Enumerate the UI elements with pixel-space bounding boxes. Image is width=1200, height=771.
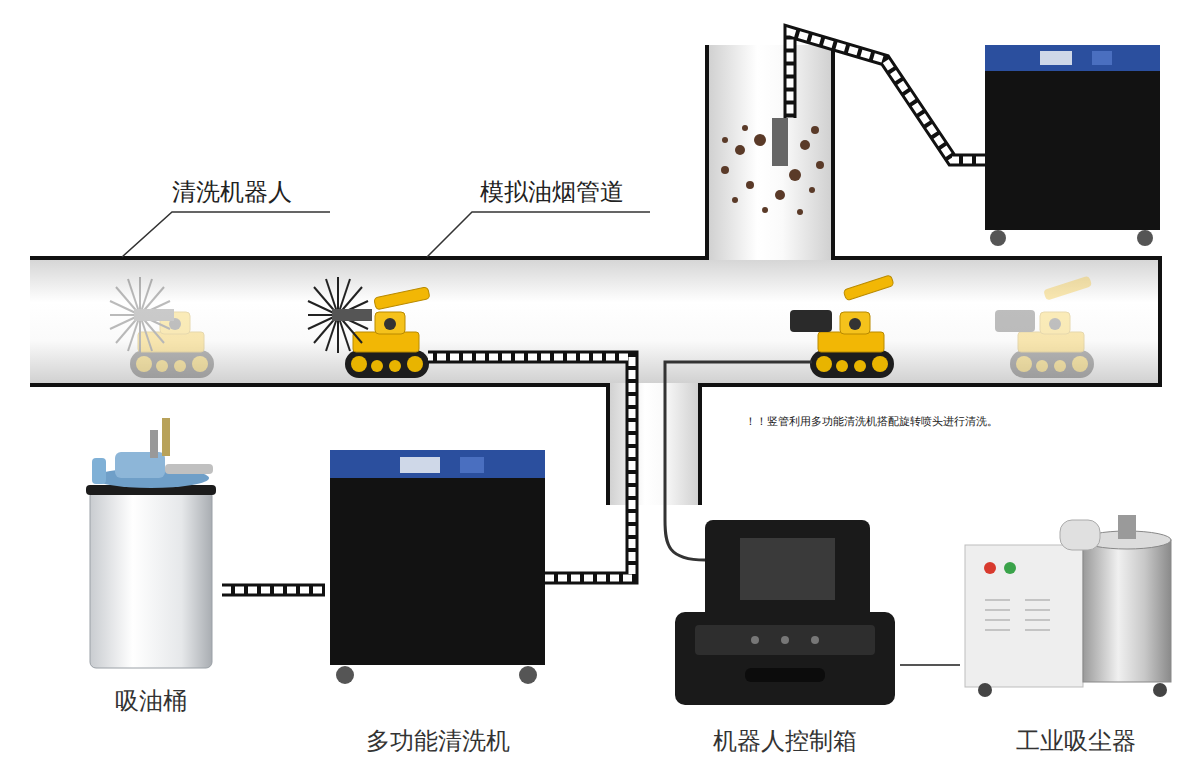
hose-connector <box>222 590 325 591</box>
device-caption: 机器人控制箱 <box>670 725 900 757</box>
cable-connector <box>900 665 960 666</box>
part-label: 清洗机器人 <box>172 176 292 208</box>
device-node: 工业吸尘器 <box>960 510 1192 757</box>
note-text: ！！竖管利用多功能清洗机搭配旋转喷头进行清洗。 <box>745 414 998 429</box>
part-label: 模拟油烟管道 <box>480 176 624 208</box>
device-caption: 吸油桶 <box>80 685 222 717</box>
device-node: 多功能清洗机 <box>325 445 550 757</box>
device-caption: 工业吸尘器 <box>960 725 1192 757</box>
connector-path <box>222 587 325 594</box>
device-caption: 多功能清洗机 <box>325 725 550 757</box>
connector-path <box>222 584 325 597</box>
connector-path <box>900 664 960 666</box>
device-node: 机器人控制箱 <box>670 515 900 757</box>
device-node: 吸油桶 <box>80 415 222 717</box>
